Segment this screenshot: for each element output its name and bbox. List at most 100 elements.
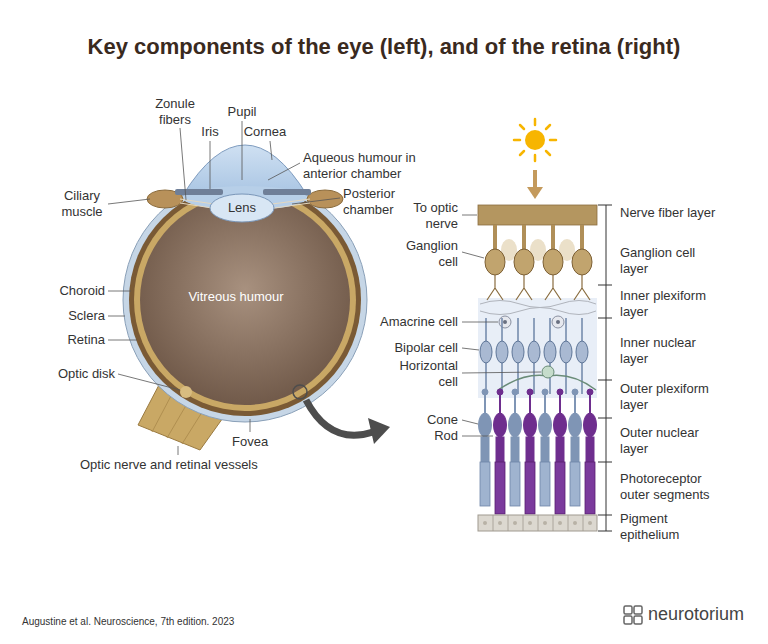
retina-section (522, 225, 526, 251)
cone-cell (572, 389, 578, 395)
retina-section (480, 341, 492, 363)
anterior-segment (175, 189, 223, 195)
zoom-arrow (293, 385, 307, 399)
rod-cell (494, 413, 507, 437)
sun-symbol (514, 119, 556, 161)
rod-outer-segment (585, 462, 595, 514)
part-label: Optic disk (30, 366, 115, 382)
rod-outer-segment (495, 462, 595, 514)
cone-cell (481, 437, 489, 462)
pigment-epithelium (523, 515, 524, 531)
retina-section (544, 341, 556, 363)
part-label: Retina (40, 332, 105, 348)
rod-cell (586, 437, 594, 462)
leader-line (108, 291, 131, 292)
cone-cell (512, 389, 518, 395)
pigment-epithelium (513, 521, 517, 525)
leader-line (270, 141, 272, 160)
retina-section (485, 249, 592, 275)
sun-symbol (534, 155, 537, 161)
pigment-epithelium (538, 515, 539, 531)
anterior-segment (272, 199, 310, 204)
cone-cell (511, 437, 519, 462)
cone-cell (509, 413, 522, 437)
retina-section (499, 316, 564, 328)
layer-bracket (598, 462, 612, 463)
cell-label: Cone (398, 412, 458, 428)
cell-label: To optic nerve (398, 200, 458, 231)
cone-cell (539, 413, 552, 437)
logo-icon (624, 616, 632, 624)
leader-line (268, 163, 300, 180)
optic-nerve (167, 402, 188, 438)
retina-section (487, 275, 590, 300)
retina-section (480, 301, 596, 308)
anterior-segment (180, 203, 212, 208)
leader-line (462, 215, 477, 216)
rod-outer-segment (525, 462, 535, 514)
retina-section (512, 341, 524, 363)
leader-line (462, 372, 541, 373)
layer-bracket (598, 418, 612, 419)
sun-symbol (520, 125, 524, 129)
sun-symbol (550, 139, 556, 142)
cone-cell (479, 389, 582, 462)
pigment-epithelium (483, 521, 487, 525)
retina-section (493, 225, 584, 251)
pigment-epithelium (483, 521, 592, 525)
cone-cell (569, 413, 582, 437)
retina-section (485, 249, 505, 275)
zoom-arrow (368, 418, 390, 444)
sun-symbol (546, 125, 550, 129)
eyeball (180, 386, 192, 398)
pigment-epithelium (478, 515, 597, 531)
layer-label: Pigment epithelium (620, 511, 720, 542)
retina-section (514, 249, 534, 275)
part-label: Optic nerve and retinal vessels (80, 457, 300, 473)
cell-label: Amacrine cell (348, 314, 458, 330)
cone-cell (541, 437, 549, 462)
retina-section (480, 308, 596, 315)
cell-label: Horizontal cell (388, 358, 458, 389)
layer-bracket (598, 205, 612, 531)
cone-cell (482, 389, 488, 395)
anterior-segment (180, 199, 214, 204)
leader-line (462, 322, 498, 323)
retina-section (572, 249, 592, 275)
anterior-segment (307, 190, 343, 208)
rod-outer-segment (495, 462, 505, 514)
zoom-arrow (293, 385, 390, 444)
cell-label: Bipolar cell (348, 340, 458, 356)
rod-outer-segment (555, 462, 565, 514)
leader-line (180, 128, 186, 200)
part-label: Cornea (240, 124, 290, 140)
cell-label: Ganglion cell (396, 238, 458, 269)
leader-line (462, 420, 478, 424)
eyeball (123, 178, 367, 422)
retina-section (528, 341, 540, 363)
eyeball (134, 189, 356, 411)
part-label: Lens (222, 200, 262, 216)
layer-bracket (598, 380, 612, 381)
zoom-arrow (306, 400, 373, 435)
pigment-epithelium (553, 515, 554, 531)
leader-line (108, 340, 137, 341)
anterior-segment (263, 189, 311, 195)
leader-line (242, 121, 243, 180)
leader-line (462, 215, 541, 436)
retina-section (478, 298, 597, 398)
part-label: Vitreous humour (180, 289, 292, 305)
retina-section (543, 249, 563, 275)
part-label: Sclera (40, 308, 105, 324)
cone-outer-segment (570, 462, 580, 506)
rod-cell (494, 389, 597, 462)
retina-section (486, 318, 582, 394)
pigment-epithelium (558, 521, 562, 525)
optic-nerve (152, 394, 172, 432)
part-label: Ciliary muscle (52, 188, 112, 219)
watermark: neurotorium (648, 604, 744, 626)
retina-section (542, 366, 554, 378)
leader-line (250, 419, 251, 432)
anterior-segment (210, 194, 274, 222)
